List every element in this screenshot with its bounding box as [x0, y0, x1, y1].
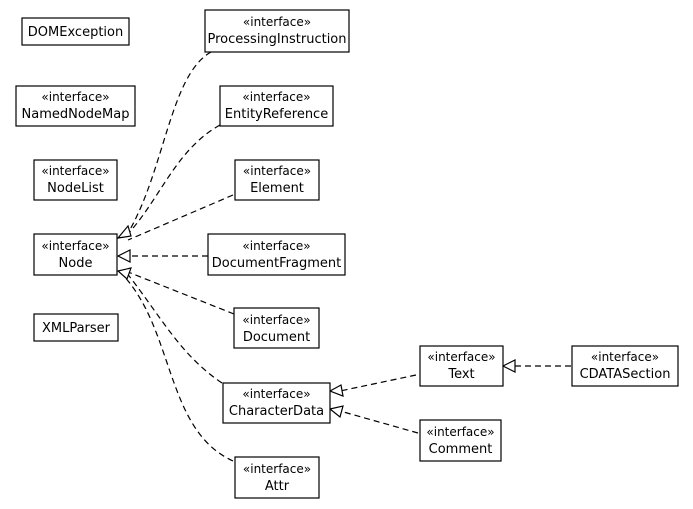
edge-comment-characterdata: [339, 410, 419, 434]
node-stereotype: «interface»: [41, 239, 109, 253]
node-characterdata: «interface» CharacterData: [222, 382, 331, 424]
edge-entityreference-node: [125, 124, 221, 237]
node-attr: «interface» Attr: [234, 456, 320, 499]
node-node: «interface» Node: [33, 233, 118, 276]
arrowhead-text: [501, 359, 516, 373]
edge-attr-node: [121, 273, 234, 462]
edges: [116, 51, 571, 462]
node-name: Comment: [429, 442, 493, 457]
node-nodelist: «interface» NodeList: [33, 159, 118, 201]
arrowhead-node-3: [116, 267, 132, 281]
node-name: ProcessingInstruction: [208, 32, 347, 47]
node-stereotype: «interface»: [242, 239, 310, 253]
node-entityreference: «interface» EntityReference: [219, 85, 334, 127]
node-name: EntityReference: [225, 107, 328, 122]
node-name: DocumentFragment: [212, 256, 341, 271]
node-name: Node: [59, 256, 93, 271]
edge-characterdata-node: [125, 271, 223, 384]
node-name: CharacterData: [229, 404, 324, 419]
node-domexception: DOMException: [21, 17, 130, 46]
node-name: Attr: [265, 479, 290, 494]
node-name: Element: [250, 181, 304, 196]
node-name: CDATASection: [580, 367, 671, 382]
node-namednodemap: «interface» NamedNodeMap: [15, 85, 136, 127]
node-xmlparser: XMLParser: [33, 313, 119, 342]
node-stereotype: «interface»: [243, 462, 311, 476]
node-document: «interface» Document: [233, 307, 320, 349]
node-name: NamedNodeMap: [22, 107, 130, 122]
edge-document-node: [127, 271, 235, 315]
arrowhead-characterdata-1: [328, 384, 344, 397]
node-cdatasection: «interface» CDATASection: [571, 345, 679, 387]
node-stereotype: «interface»: [41, 90, 109, 104]
arrowhead-node-2: [116, 249, 131, 263]
node-processinginstruction: «interface» ProcessingInstruction: [204, 9, 350, 53]
node-element: «interface» Element: [234, 159, 320, 201]
node-text: «interface» Text: [419, 345, 504, 387]
node-stereotype: «interface»: [591, 350, 659, 364]
node-documentfragment: «interface» DocumentFragment: [207, 233, 346, 276]
edge-text-characterdata: [339, 374, 417, 392]
node-stereotype: «interface»: [41, 164, 109, 178]
node-stereotype: «interface»: [427, 350, 495, 364]
node-stereotype: «interface»: [242, 313, 310, 327]
arrowhead-node-1: [116, 224, 132, 239]
node-stereotype: «interface»: [426, 425, 494, 439]
edge-element-node: [127, 194, 234, 241]
node-stereotype: «interface»: [243, 164, 311, 178]
node-comment: «interface» Comment: [419, 419, 502, 462]
node-name: NodeList: [47, 181, 104, 196]
arrowhead-characterdata-2: [328, 405, 344, 419]
node-name: XMLParser: [42, 321, 111, 336]
node-name: DOMException: [28, 25, 123, 40]
edge-processinginstruction-node: [127, 51, 212, 234]
node-stereotype: «interface»: [242, 387, 310, 401]
node-name: Text: [447, 367, 474, 382]
node-stereotype: «interface»: [243, 15, 311, 29]
node-stereotype: «interface»: [242, 90, 310, 104]
node-name: Document: [243, 330, 310, 345]
